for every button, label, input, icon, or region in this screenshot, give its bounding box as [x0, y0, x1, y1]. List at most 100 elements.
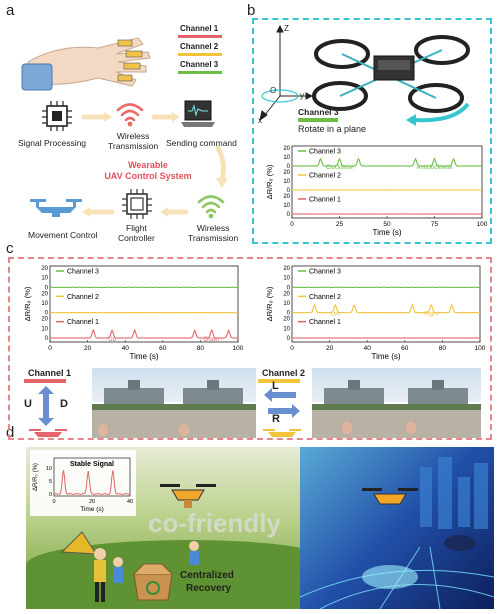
- chart-c-right-ytick: 20: [283, 317, 290, 323]
- delivery-drone-illustration: [160, 484, 216, 508]
- photo-drone-2: [171, 368, 256, 438]
- chart-b-xtick: 0: [290, 221, 294, 228]
- chart-c-right-xlabel: Time (s): [371, 352, 400, 361]
- up-down-arrow-icon: [38, 386, 54, 426]
- recovery-line-2: Recovery: [186, 583, 232, 594]
- chart-b-ytick: 20: [283, 146, 290, 152]
- panel-c-frame: [8, 257, 492, 440]
- chart-d-title: Stable Signal: [70, 461, 114, 468]
- chart-c-right-ytick: 10: [283, 326, 290, 332]
- b-channel-3-bar: [298, 118, 338, 122]
- chart-b-xtick: 100: [477, 221, 488, 228]
- chart-c-right-frame: [291, 265, 481, 343]
- drone-red-icon: [29, 429, 67, 437]
- chart-b-series-name: Channel 3: [309, 149, 341, 156]
- chart-c-right-ytick: 0: [287, 336, 291, 342]
- flow-arrows: [81, 112, 228, 217]
- chart-d-xtick: 40: [127, 499, 133, 505]
- chart-b-series-line: [291, 157, 483, 167]
- rotate-label: Rotate in a plane: [298, 124, 367, 134]
- tech-city-lines: [299, 457, 495, 610]
- chart-c-right-ytick: 20: [283, 291, 290, 297]
- chart-c-left-xtick: 100: [233, 345, 244, 352]
- chart-c-right-series-line: [291, 303, 481, 314]
- chart-c-right-xtick: 80: [439, 345, 447, 352]
- chart-c-left-annotation: Down: [204, 337, 219, 343]
- c-legend-right-channel: Channel 2: [262, 368, 306, 378]
- photo-drone-1: [92, 368, 177, 438]
- c-legend-up: U: [24, 398, 32, 410]
- chart-c-left-ytick: 10: [41, 301, 48, 307]
- chart-c-left-series-name: Channel 1: [67, 319, 99, 326]
- glove-channel-1-label: Channel 1: [180, 24, 219, 33]
- glove-hand-illustration: [21, 37, 151, 91]
- chart-c-right-series-name: Channel 3: [309, 269, 341, 276]
- chart-c-left-series-line: [49, 328, 239, 339]
- drone-icon: [30, 199, 82, 217]
- chart-d-xlabel: Time (s): [80, 506, 104, 513]
- chart-d-ytick: 10: [46, 466, 52, 472]
- chart-c-right-annotation: Left: [330, 312, 340, 318]
- axes-3d-diagram: [259, 24, 314, 122]
- chart-c-left-ytick: 20: [41, 317, 48, 323]
- panel-b-frame: [252, 18, 492, 244]
- drone-flying-right: [362, 488, 418, 505]
- glove-channel-2-label: Channel 2: [180, 42, 219, 51]
- wireless-transmission-label-2: Wireless Transmission: [188, 223, 239, 243]
- chart-c-right-xtick: 60: [401, 345, 409, 352]
- sending-command-label: Sending command: [166, 138, 237, 148]
- photo-drone-4: [396, 368, 481, 438]
- left-right-arrow-icon: [264, 388, 300, 418]
- panel-label-a: a: [6, 2, 15, 19]
- chart-b-ytick: 0: [287, 212, 291, 218]
- chart-c-right-ytick: 0: [287, 311, 291, 317]
- c-legend-right-bar: [258, 379, 300, 383]
- chart-c-right-annotation: Right: [424, 312, 438, 318]
- chart-b-xlabel: Time (s): [372, 228, 401, 237]
- chart-c-right-ytick: 10: [283, 301, 290, 307]
- quadcopter-illustration: [312, 35, 470, 126]
- c-legend-right: R: [272, 413, 280, 425]
- chart-b-ytick: 20: [283, 170, 290, 176]
- photo-drone-3: [312, 368, 397, 438]
- eco-friendly-text: co-friendly: [148, 508, 281, 538]
- glove-channel-3-bar: [178, 71, 222, 74]
- chart-c-left-series-name: Channel 3: [67, 269, 99, 276]
- chart-d-ylabel: ΔR/R₀ (%): [33, 463, 39, 491]
- chart-d-xtick: 20: [89, 499, 95, 505]
- axis-y-label: y: [300, 91, 304, 100]
- chart-c-right-series-name: Channel 2: [309, 294, 341, 301]
- chart-d-ytick: 5: [49, 479, 52, 485]
- b-channel-3-label: Channel 3: [298, 107, 339, 117]
- chart-d-bg: [30, 450, 136, 516]
- chart-d-xtick: 0: [52, 499, 55, 505]
- glove-channel-3-label: Channel 3: [180, 60, 219, 69]
- chart-c-left-ytick: 10: [41, 326, 48, 332]
- chart-c-right-series-name: Channel 1: [309, 319, 341, 326]
- c-legend-left-bar: [24, 379, 66, 383]
- chart-c-left-frame: [49, 265, 239, 343]
- chart-c-left-ylabel: ΔR/R₀ (%): [23, 286, 32, 321]
- chart-c-left-xtick: 0: [48, 345, 52, 352]
- chart-b-series-name: Channel 1: [309, 197, 341, 204]
- chart-b-annotation: Anticlockwise: [416, 165, 453, 171]
- chart-b-xtick: 75: [431, 221, 439, 228]
- chip-icon: [42, 101, 72, 131]
- people-illustration: [60, 531, 199, 602]
- chart-d-frame: [53, 457, 131, 497]
- axis-origin-label: O: [270, 86, 277, 95]
- chart-c-left-xtick: 20: [84, 345, 92, 352]
- chart-c-left-xlabel: Time (s): [129, 352, 158, 361]
- chart-c-left-ytick: 20: [41, 291, 48, 297]
- chart-c-right-ytick: 10: [283, 276, 290, 282]
- signal-processing-label: Signal Processing: [18, 138, 87, 148]
- movement-control-label: Movement Control: [28, 230, 98, 240]
- drone-yellow-icon: [263, 429, 301, 437]
- glove-channel-1-bar: [178, 35, 222, 38]
- axis-z-label: Z: [284, 24, 289, 33]
- chart-c-right-ylabel: ΔR/R₀ (%): [265, 286, 274, 321]
- chart-c-left-ytick: 0: [45, 311, 49, 317]
- chart-c-left-xtick: 40: [122, 345, 130, 352]
